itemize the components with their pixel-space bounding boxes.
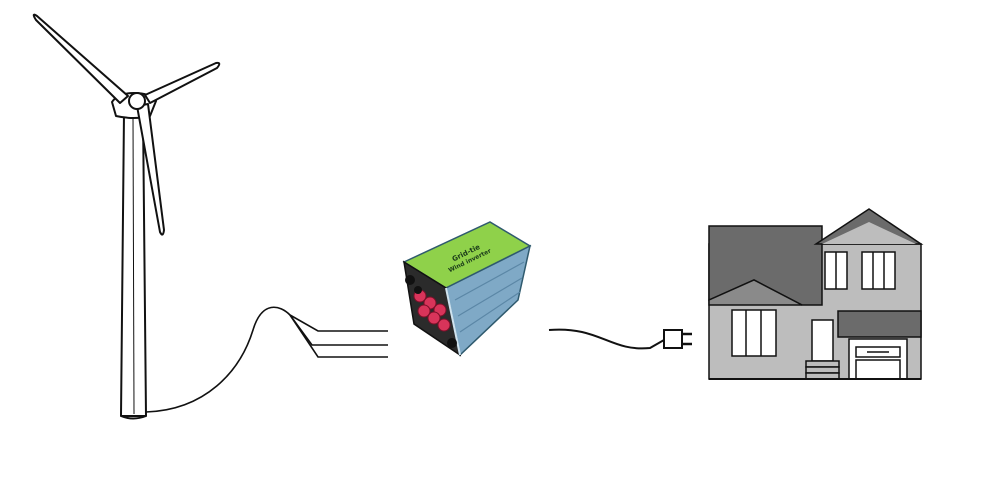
turbine-blade-right (144, 61, 221, 104)
house (708, 208, 924, 380)
upper-windows (824, 251, 896, 290)
garage-roof (837, 310, 922, 338)
turbine-blade-lower (136, 103, 165, 236)
grid-tie-inverter: Grid-tie Wind inverter (402, 221, 532, 357)
turbine-hub (128, 92, 146, 110)
house-door (811, 319, 834, 362)
house-roof-porch (708, 279, 803, 306)
turbine-cable (145, 306, 388, 413)
lower-window (731, 309, 777, 357)
door-steps (805, 360, 840, 380)
turbine-blade-upper (32, 13, 129, 104)
wind-turbine (32, 13, 221, 420)
plug-icon (663, 329, 692, 349)
output-cable (548, 328, 665, 350)
garage-door (848, 338, 908, 380)
inverter-connectors (413, 289, 451, 332)
